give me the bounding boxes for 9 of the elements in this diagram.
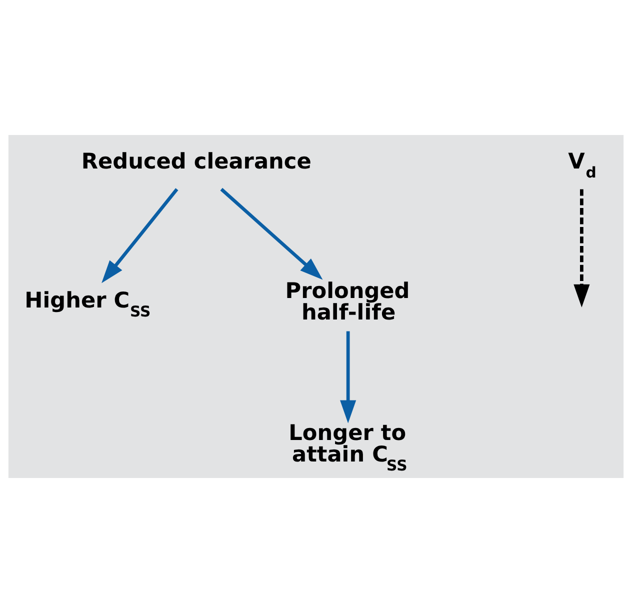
node-text: Prolonged half-life	[285, 279, 410, 326]
node-text: Higher C$_{SS}$	[24, 288, 151, 321]
arrow	[340, 331, 356, 424]
arrow	[102, 188, 178, 284]
arrow	[220, 188, 323, 280]
node-text: Longer to attain C$_{SS}$	[288, 420, 408, 475]
arrow	[574, 189, 590, 308]
node-text: V$_{d}$	[568, 149, 596, 182]
node-text: Reduced clearance	[81, 149, 312, 174]
